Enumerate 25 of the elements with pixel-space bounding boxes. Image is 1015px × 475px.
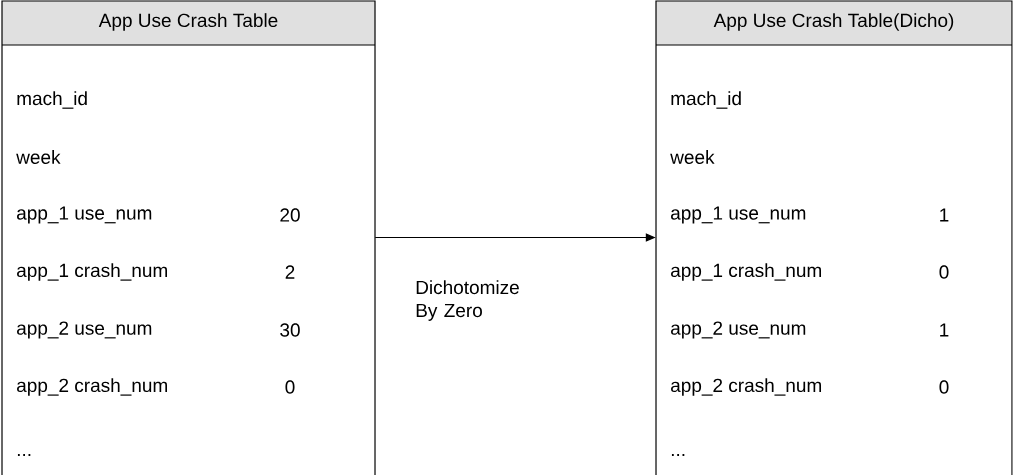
- node-label: 2: [285, 265, 295, 279]
- node-label: week: [670, 150, 715, 164]
- node-label: app_2 crash_num: [17, 378, 167, 396]
- node-label: mach_id: [671, 91, 741, 109]
- node-label: app_1 use_num: [17, 206, 152, 224]
- node-label: 0: [285, 380, 295, 394]
- node-label: app_2 use_num: [17, 321, 152, 339]
- node-label: app_2 use_num: [671, 321, 806, 339]
- node-label: ...: [17, 453, 31, 457]
- node-label: 30: [280, 323, 300, 337]
- node-label: 1: [940, 323, 949, 337]
- node-label: 1: [940, 208, 949, 222]
- node-label: ...: [671, 453, 685, 457]
- node-label: app_1 use_num: [671, 206, 806, 224]
- edge-label: Dichotomize By Zero: [416, 280, 519, 321]
- node-label: mach_id: [17, 91, 87, 109]
- node-label: app_1 crash_num: [17, 263, 167, 281]
- node-label: 20: [280, 208, 300, 222]
- table: App Use Crash Table mach_id week app_1 use_num 20 app_1 crash_num 2 app_2 use_num 30 app_2 crash_num 0 ...: [1, 0, 376, 475]
- node-label: week: [16, 150, 61, 164]
- node-label: app_1 crash_num: [671, 263, 821, 281]
- table: App Use Crash Table(Dicho) mach_id week app_1 use_num 1 app_1 crash_num 0 app_2 use_num 1 app_2 crash_num 0 ...: [655, 0, 1013, 475]
- node-label: app_2 crash_num: [671, 378, 821, 396]
- node-label: 0: [939, 380, 949, 394]
- node-label: 0: [939, 265, 949, 279]
